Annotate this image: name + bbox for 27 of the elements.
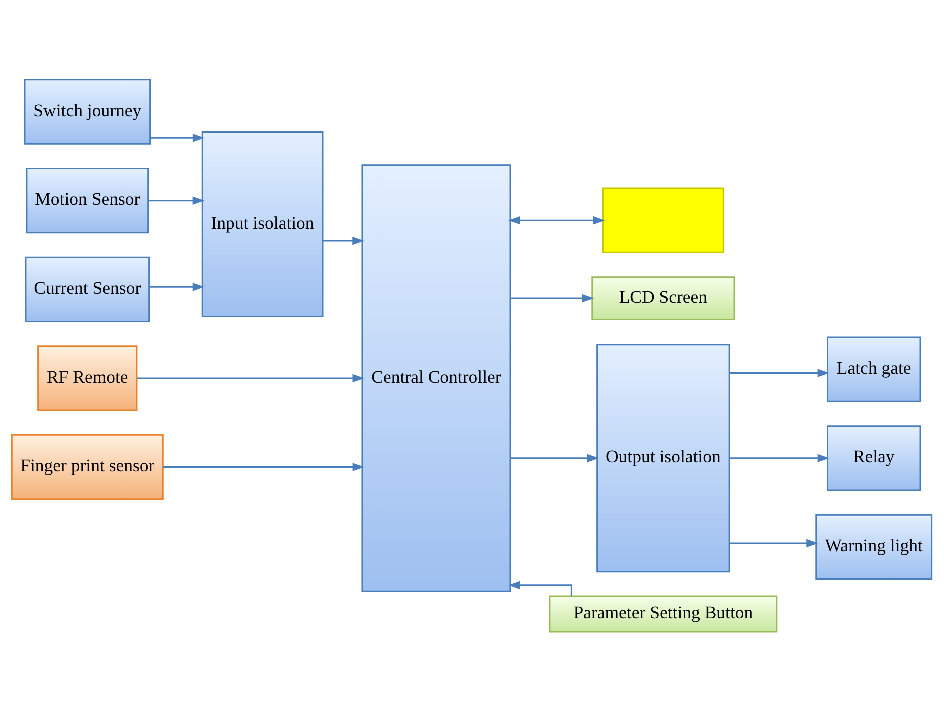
node-box: Parameter Setting Button: [549, 595, 778, 632]
arrow: [730, 538, 818, 548]
node-box: Relay: [827, 425, 922, 491]
arrow: [508, 580, 572, 596]
node-box: RF Remote: [38, 345, 138, 411]
arrow: [137, 374, 365, 382]
arrow: [730, 368, 830, 377]
node-box: Latch gate: [827, 336, 922, 402]
node-box: Output isolation: [596, 344, 730, 572]
node-box: Current Sensor: [25, 256, 150, 322]
arrow: [148, 196, 205, 204]
node-box: LCD Screen: [592, 276, 736, 320]
arrow: [510, 454, 600, 462]
arrow: [163, 462, 365, 471]
arrow: [150, 134, 205, 142]
node-box: Switch journey: [24, 78, 152, 144]
node-box: Central Controller: [362, 164, 512, 592]
node-box: [602, 187, 724, 253]
node-box: Motion Sensor: [26, 168, 150, 234]
arrow: [510, 294, 594, 302]
node-box: Input isolation: [202, 131, 324, 318]
node-box: Warning light: [816, 514, 933, 580]
arrow: [730, 454, 830, 462]
arrow: [149, 282, 205, 291]
arrow: [508, 216, 606, 224]
node-box: Finger print sensor: [11, 434, 164, 500]
arrow: [323, 236, 364, 245]
